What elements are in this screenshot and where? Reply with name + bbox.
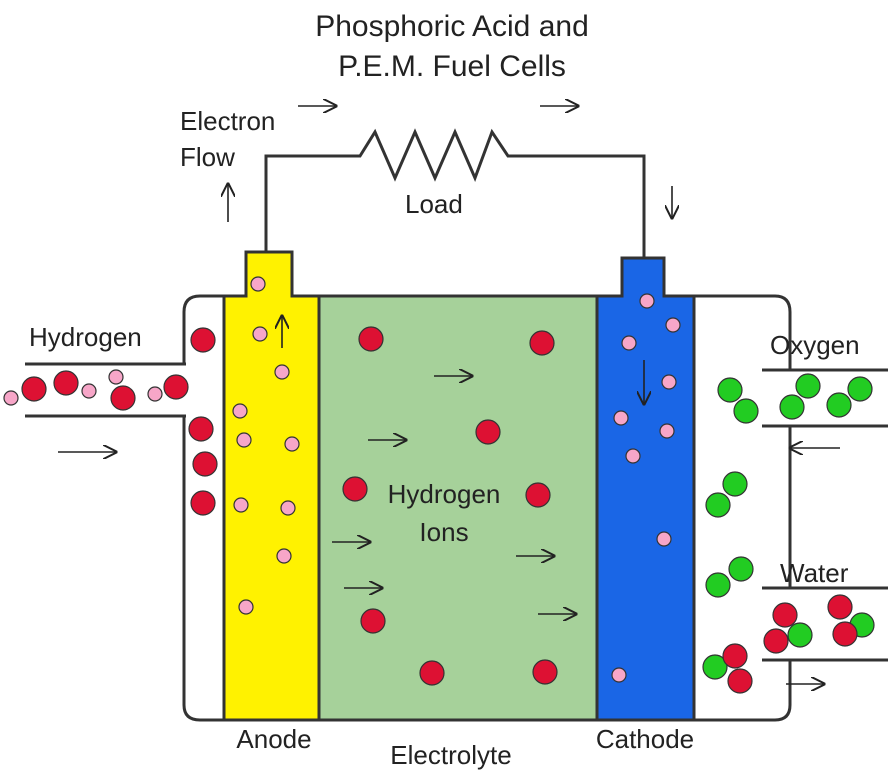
protons — [3, 276, 681, 683]
hydrogen-atoms — [21, 326, 558, 686]
electron-flow-label-2: Flow — [180, 142, 235, 172]
electrolyte-label: Electrolyte — [390, 740, 511, 770]
hydrogen-ions-label-2: Ions — [419, 517, 468, 547]
water-molecules — [702, 594, 875, 694]
water-label: Water — [780, 558, 849, 588]
electron-flow-label-1: Electron — [180, 106, 275, 136]
hydrogen-label: Hydrogen — [29, 322, 142, 352]
oxygen-label: Oxygen — [770, 330, 860, 360]
oxygen-molecules — [705, 373, 873, 598]
anode-label: Anode — [236, 724, 311, 754]
title-line-2: P.E.M. Fuel Cells — [338, 50, 566, 83]
title-line-1: Phosphoric Acid and — [315, 10, 589, 43]
anode-electrode — [222, 250, 321, 722]
cathode-electrode — [595, 256, 696, 722]
electrolyte-region — [317, 294, 599, 722]
hydrogen-ions-label-1: Hydrogen — [388, 479, 501, 509]
cathode-label: Cathode — [596, 724, 694, 754]
flow-arrows — [58, 106, 840, 684]
load-label: Load — [405, 189, 463, 219]
circuit-wire — [264, 128, 646, 258]
